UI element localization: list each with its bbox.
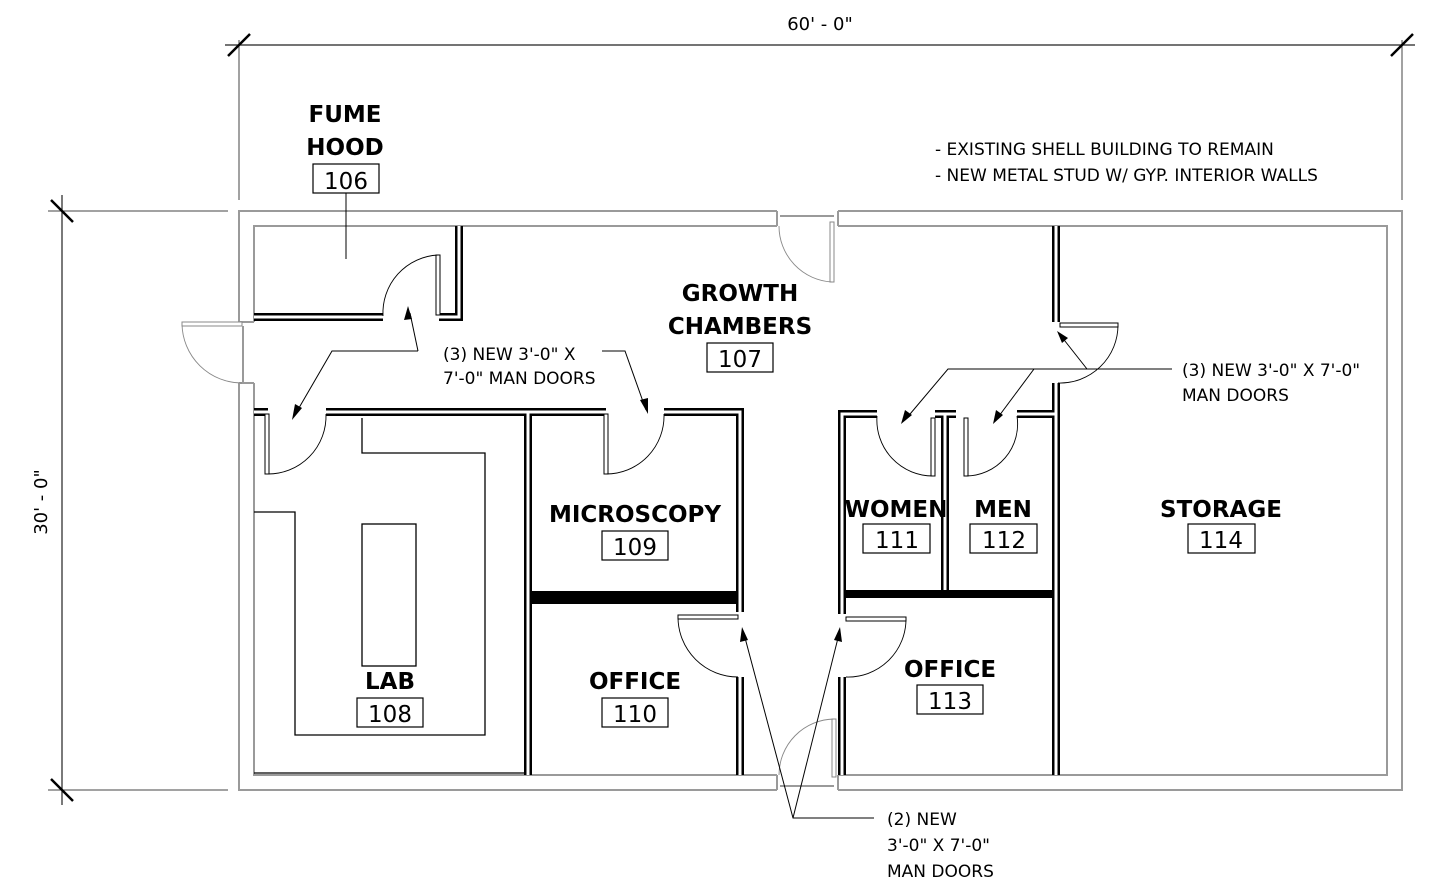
- room-name: MEN: [974, 497, 1032, 523]
- room-name: FUME: [309, 102, 382, 128]
- existing-shell: [238, 210, 1403, 791]
- room-tag-111: WOMEN 111: [845, 497, 948, 554]
- room-tag-109: MICROSCOPY 109: [549, 502, 721, 561]
- interior-walls: [254, 226, 1060, 775]
- exterior-door-north: [778, 215, 835, 283]
- callout-bottom-leaders: [740, 627, 874, 819]
- room-tag-106: FUME HOOD 106: [306, 102, 383, 195]
- depth-dimension-label: 30' - 0": [31, 469, 52, 535]
- door-fume-hood: [382, 254, 441, 317]
- exterior-door-south: [778, 718, 837, 787]
- room-tag-114: STORAGE 114: [1160, 497, 1282, 554]
- dimension-width: 60' - 0": [225, 14, 1415, 200]
- callout-line: (2) NEW: [887, 810, 957, 830]
- room-name: LAB: [365, 669, 415, 695]
- room-number: 109: [613, 535, 657, 561]
- door-storage: [1057, 322, 1119, 384]
- room-number: 114: [1199, 528, 1243, 554]
- room-number: 106: [324, 169, 368, 195]
- room-number: 111: [875, 528, 919, 554]
- door-office-110: [677, 614, 739, 678]
- callout-line: MAN DOORS: [887, 862, 994, 882]
- room-tag-113: OFFICE 113: [904, 657, 996, 715]
- room-number: 110: [613, 702, 657, 728]
- door-men: [963, 415, 1019, 477]
- callout-line: 7'-0" MAN DOORS: [443, 369, 596, 389]
- dimension-depth: 30' - 0": [31, 195, 228, 805]
- room-name: OFFICE: [589, 669, 681, 695]
- general-notes: - EXISTING SHELL BUILDING TO REMAIN - NE…: [935, 140, 1318, 186]
- door-lab: [264, 413, 327, 475]
- callout-line: MAN DOORS: [1182, 386, 1289, 406]
- exterior-door-west: [181, 321, 244, 384]
- door-women: [876, 415, 936, 477]
- callout-right-text: (3) NEW 3'-0" X 7'-0" MAN DOORS: [1182, 361, 1360, 406]
- room-number: 113: [928, 689, 972, 715]
- room-name: STORAGE: [1160, 497, 1282, 523]
- room-name: WOMEN: [845, 497, 948, 523]
- room-number: 112: [982, 528, 1026, 554]
- callout-left-leaders: [292, 306, 648, 420]
- callout-line: (3) NEW 3'-0" X: [443, 345, 576, 365]
- room-tag-112: MEN 112: [969, 497, 1038, 554]
- room-name: CHAMBERS: [668, 314, 812, 340]
- room-tag-110: OFFICE 110: [589, 669, 681, 728]
- callout-left-text: (3) NEW 3'-0" X 7'-0" MAN DOORS: [443, 345, 596, 389]
- room-number: 108: [368, 702, 412, 728]
- lab-island: [361, 523, 417, 667]
- width-dimension-label: 60' - 0": [787, 14, 853, 35]
- door-office-113: [845, 616, 907, 678]
- room-name: GROWTH: [682, 281, 798, 307]
- note-line: - EXISTING SHELL BUILDING TO REMAIN: [935, 140, 1274, 160]
- callout-line: 3'-0" X 7'-0": [887, 836, 990, 856]
- room-number: 107: [718, 347, 762, 373]
- room-tag-108: LAB 108: [356, 669, 424, 728]
- lab-casework: [254, 418, 524, 774]
- room-tag-107: GROWTH CHAMBERS 107: [668, 281, 812, 373]
- callout-line: (3) NEW 3'-0" X 7'-0": [1182, 361, 1360, 381]
- room-name: HOOD: [306, 135, 383, 161]
- callout-bottom-text: (2) NEW 3'-0" X 7'-0" MAN DOORS: [887, 810, 994, 882]
- callout-right-leaders: [901, 331, 1172, 424]
- room-name: MICROSCOPY: [549, 502, 721, 528]
- note-line: - NEW METAL STUD W/ GYP. INTERIOR WALLS: [935, 166, 1318, 186]
- room-name: OFFICE: [904, 657, 996, 683]
- door-microscopy: [603, 413, 665, 475]
